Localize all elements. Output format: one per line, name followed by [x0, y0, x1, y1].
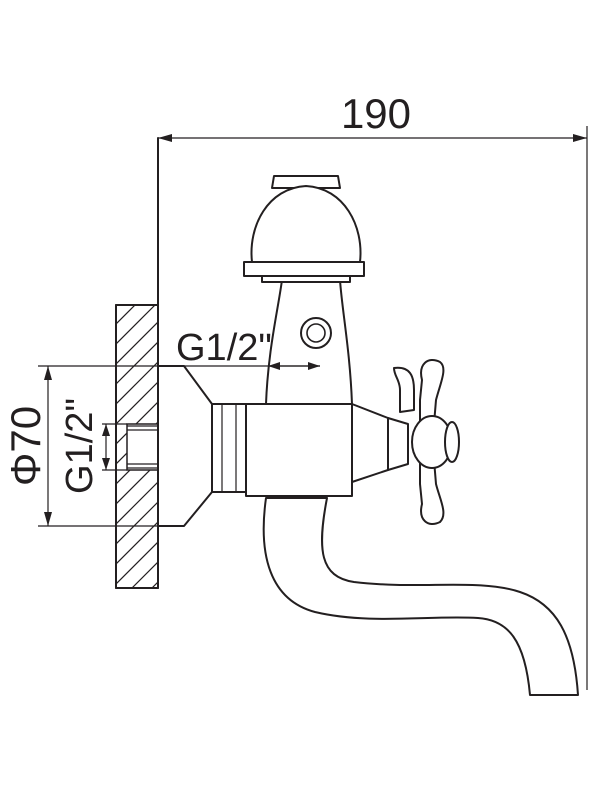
wall-flange: [157, 365, 213, 527]
spout: [262, 497, 579, 696]
handle-stem-housing: [351, 403, 389, 483]
overall-width-label: 190: [341, 90, 411, 137]
diverter-cap: [243, 175, 365, 283]
dimension-flange-diameter: Φ70: [2, 365, 184, 527]
connection-thread-label: G1/2": [176, 327, 272, 369]
valve-body: [245, 403, 353, 497]
handle-arm-upper: [419, 359, 445, 425]
diverter-port-inner: [306, 323, 326, 343]
handle-cap: [444, 421, 460, 463]
handle-arm-lower: [419, 459, 445, 525]
dimension-overall-width: 190: [158, 90, 588, 690]
dimension-inlet-thread: G1/2": [59, 398, 127, 494]
cross-handle: [351, 359, 460, 525]
flange-diameter-label: Φ70: [2, 406, 49, 486]
connector-nut: [211, 403, 247, 493]
inlet-thread-label: G1/2": [59, 398, 101, 494]
handle-arm-upper-back: [393, 366, 415, 413]
dimension-connection-thread: G1/2": [176, 327, 320, 370]
inlet-pipe-thread: [126, 423, 160, 471]
